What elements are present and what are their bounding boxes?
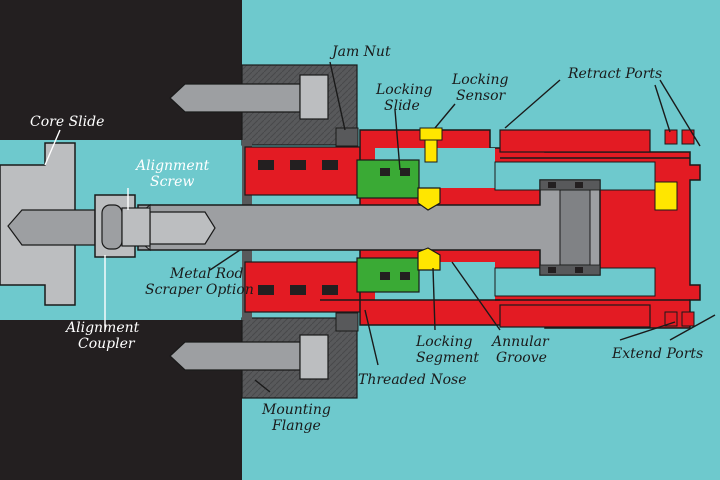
alignment-screw: [121, 207, 216, 247]
piston-seals: [539, 179, 601, 276]
mounting-bolt-lower: [169, 334, 329, 380]
svg-text:Threaded Nose: Threaded Nose: [358, 372, 467, 388]
label-extend-ports: Extend Ports: [611, 346, 703, 362]
label-mounting-flange: Mounting Flange: [261, 402, 331, 434]
svg-text:Locking: Locking: [375, 82, 433, 98]
svg-text:Alignment: Alignment: [64, 320, 140, 336]
leader-lines: [44, 61, 716, 393]
svg-text:Segment: Segment: [416, 350, 479, 366]
svg-text:Groove: Groove: [496, 350, 547, 366]
svg-text:Alignment: Alignment: [134, 158, 210, 174]
label-retract-ports: Retract Ports: [567, 66, 662, 82]
label-metal-rod-scraper: Metal Rod Scraper Option: [145, 266, 254, 298]
svg-text:Sensor: Sensor: [456, 88, 507, 104]
svg-text:Scraper Option: Scraper Option: [145, 282, 254, 298]
svg-text:Coupler: Coupler: [78, 336, 136, 352]
label-core-slide: Core Slide: [30, 114, 104, 130]
label-locking-sensor: Locking Sensor: [451, 72, 509, 104]
port-nubs: [664, 129, 695, 327]
label-locking-slide: Locking Slide: [375, 82, 433, 114]
label-threaded-nose: Threaded Nose: [358, 372, 467, 388]
svg-text:Mounting: Mounting: [261, 402, 331, 418]
svg-text:Core Slide: Core Slide: [30, 114, 104, 130]
locking-segment: [417, 187, 441, 271]
svg-text:Locking: Locking: [451, 72, 509, 88]
svg-text:Slide: Slide: [384, 98, 420, 114]
svg-text:Extend Ports: Extend Ports: [611, 346, 703, 362]
svg-text:Retract Ports: Retract Ports: [567, 66, 662, 82]
svg-text:Screw: Screw: [150, 174, 194, 190]
jam-nut: [335, 127, 359, 332]
locking-sensor: [419, 127, 678, 211]
svg-text:Metal Rod: Metal Rod: [169, 266, 243, 282]
label-alignment-coupler: Alignment Coupler: [64, 320, 140, 352]
svg-text:Flange: Flange: [271, 418, 321, 434]
core-slide: [0, 142, 96, 306]
svg-text:Jam Nut: Jam Nut: [329, 44, 391, 60]
svg-text:Locking: Locking: [415, 334, 473, 350]
locking-slide: [356, 159, 420, 293]
label-jam-nut: Jam Nut: [329, 44, 391, 60]
label-locking-segment: Locking Segment: [415, 334, 479, 366]
svg-text:Annular: Annular: [490, 334, 550, 350]
label-annular-groove: Annular Groove: [490, 334, 550, 366]
label-alignment-screw: Alignment Screw: [134, 158, 210, 190]
mounting-bolt-upper: [169, 74, 329, 120]
threaded-nose: [244, 146, 366, 313]
